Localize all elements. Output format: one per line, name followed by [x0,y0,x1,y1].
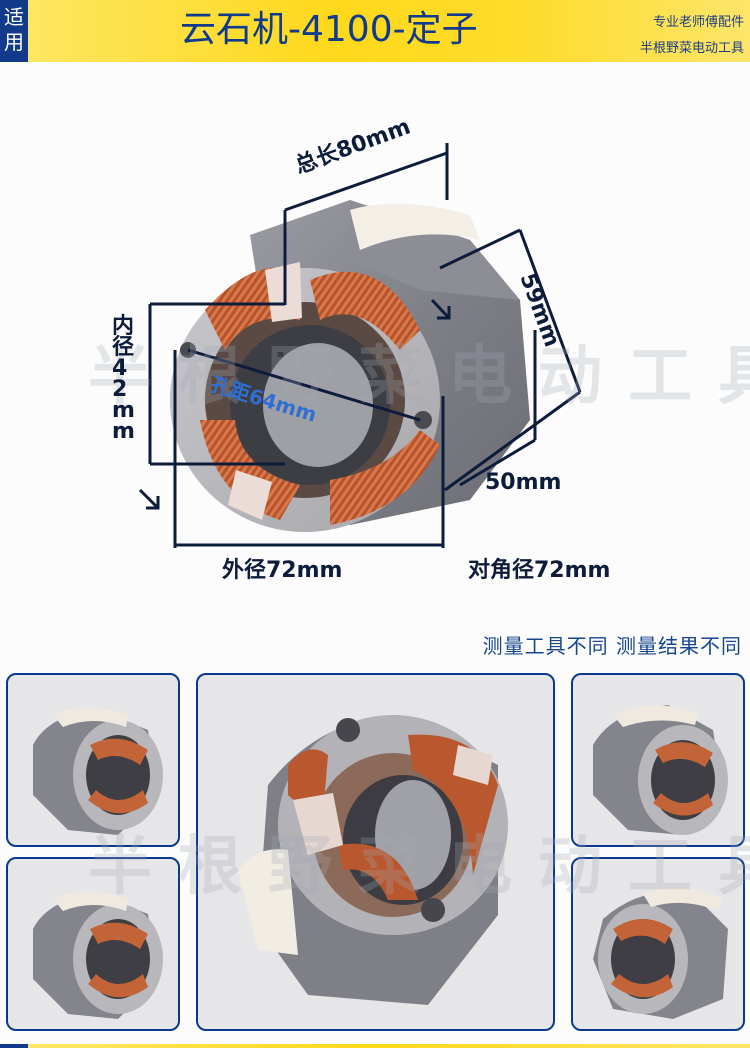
stator-thumb-icon [593,887,728,1019]
tag-char-2: 用 [4,30,24,54]
measurement-note: 测量工具不同 测量结果不同 [482,634,742,658]
stator-thumb-icon [33,707,163,835]
main-product-image [0,62,750,622]
applicable-tag: 适 用 [0,0,28,62]
stator-thumb-icon [33,891,163,1019]
gallery-thumb-right-bottom[interactable] [571,857,745,1031]
stator-front-icon [238,715,508,1005]
subtitle-line-2: 半根野菜电动工具 [639,41,744,56]
tag-char-1: 适 [4,5,24,29]
footer-bar [0,1044,750,1048]
subtitle-line-1: 专业老师傅配件 [652,15,744,30]
gallery-main-front-view[interactable] [196,673,555,1031]
stator-illustration-icon [138,143,582,548]
dim-50mm: 50mm [485,470,562,495]
page-title: 云石机-4100-定子 [180,9,478,50]
dim-diagonal: 对角径72mm [468,558,611,583]
gallery-thumb-left-top[interactable] [6,673,180,847]
gallery-thumb-left-bottom[interactable] [6,857,180,1031]
dim-inner-diameter: 内径42mm [112,314,135,444]
stator-thumb-icon [593,705,728,835]
dim-outer-diameter: 外径72mm [222,558,343,583]
header-banner: 适 用 云石机-4100-定子 专业老师傅配件 半根野菜电动工具 [0,0,750,62]
gallery-thumb-right-top[interactable] [571,673,745,847]
